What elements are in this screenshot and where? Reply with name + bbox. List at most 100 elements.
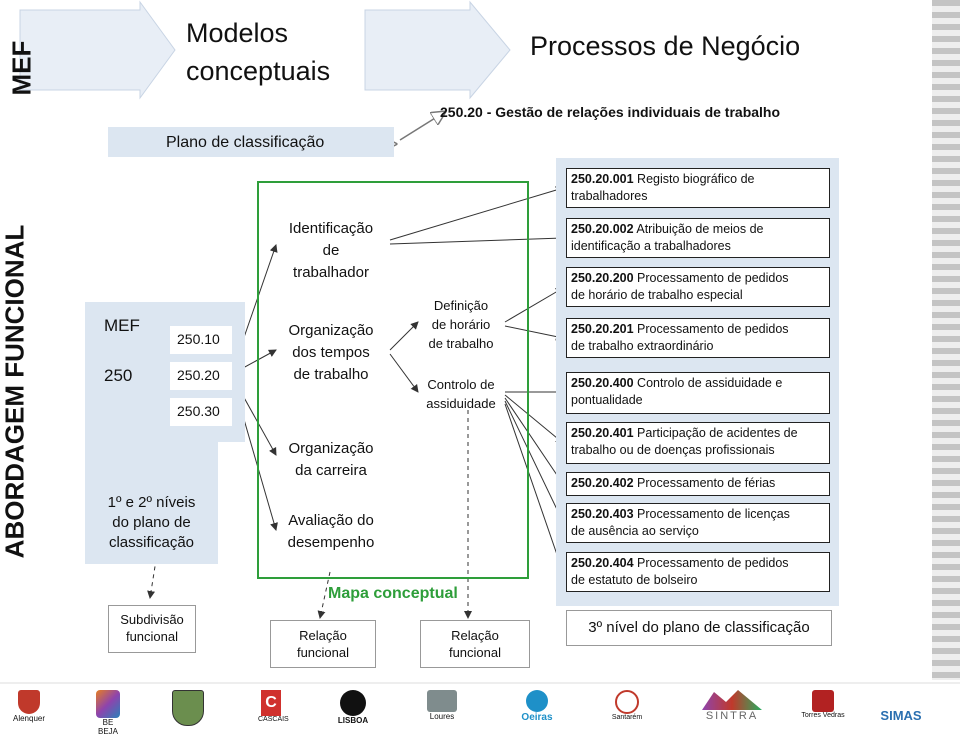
processos-subtitle: 250.20 - Gestão de relações individuais …: [440, 104, 781, 120]
process-text-2: trabalhadores: [571, 189, 648, 203]
modelos-title-2: conceptuais: [186, 56, 331, 86]
process-text: Processamento de pedidos: [637, 322, 789, 336]
concept-identificacao: Identificação de trabalhador: [270, 218, 392, 284]
subdivisao-line-2: funcional: [125, 629, 179, 644]
logo-beja-text: BE BEJA: [97, 718, 118, 736]
process-text-2: identificação a trabalhadores: [571, 239, 731, 253]
process-code: 250.20.401: [571, 426, 634, 440]
mapa-conceptual-label: Mapa conceptual: [328, 585, 458, 602]
process-code: 250.20.403: [571, 507, 634, 521]
concept-organizacao-carreira-line-1: Organização: [288, 440, 374, 457]
process-text-2: de horário de trabalho especial: [571, 288, 743, 302]
crest-icon: [18, 690, 40, 714]
process-text: Registo biográfico de: [637, 172, 755, 186]
santarem-mark-icon: [615, 690, 639, 714]
code-250: 250: [104, 366, 133, 385]
relacao-2-line-2: funcional: [448, 645, 502, 660]
processos-title: Processos de Negócio: [530, 31, 801, 61]
torres-vedras-mark-icon: [812, 690, 834, 712]
arrow-header-right: [364, 0, 511, 100]
process-text: Controlo de assiduidade e: [637, 376, 783, 390]
logo-cascais: C CASCAIS: [258, 690, 289, 732]
arrow-header-left: [19, 0, 176, 100]
concept-controlo-line-2: assiduidade: [426, 396, 496, 411]
concept-definicao-horario: Definição de horário de trabalho: [418, 296, 504, 353]
relacao-2-line-1: Relação: [451, 628, 499, 643]
cascais-mark-icon: C: [261, 690, 281, 716]
process-250-20-001: 250.20.001 Registo biográfico de trabalha…: [566, 168, 830, 208]
nivel-label: 3º nível do plano de classificação: [588, 619, 810, 636]
logo-alenquer-text: Alenquer: [12, 714, 46, 723]
mapa-border: [257, 181, 529, 579]
relacao-box-2: Relação funcional: [420, 620, 530, 668]
concept-identificacao-line-1: Identificação: [288, 220, 374, 237]
logo-lisboa: LISBOA: [336, 690, 370, 732]
logo-loures: Loures: [420, 690, 464, 732]
logo-lisboa-text: LISBOA: [337, 716, 369, 725]
logo-simas-text: SIMAS: [880, 708, 922, 723]
concept-organizacao-tempos-line-3: de trabalho: [293, 366, 369, 383]
oeiras-mark-icon: [526, 690, 548, 712]
logo-sintra: SINTRA: [700, 690, 764, 732]
logo-sintra-text: SINTRA: [705, 710, 759, 722]
lisboa-mark-icon: [340, 690, 366, 716]
relacao-box-1: Relação funcional: [270, 620, 376, 668]
concept-organizacao-tempos-line-1: Organização: [288, 322, 374, 339]
levels-label-2: do plano de: [112, 514, 191, 531]
process-text: Processamento de licenças: [637, 507, 790, 521]
process-code: 250.20.201: [571, 322, 634, 336]
process-text: Processamento de pedidos: [637, 556, 789, 570]
plano-label-box: [108, 127, 394, 157]
nivel-label-box: 3º nível do plano de classificação: [566, 610, 832, 646]
process-code: 250.20.404: [571, 556, 634, 570]
logo-oeiras-text: Oeiras: [521, 712, 553, 723]
concept-definicao-line-2: de horário: [431, 317, 491, 332]
subdivisao-line-1: Subdivisão: [120, 612, 184, 627]
concept-controlo-line-1: Controlo de: [427, 377, 495, 392]
code-box-2: [170, 362, 232, 390]
relacao-1-line-1: Relação: [299, 628, 347, 643]
concept-organizacao-carreira: Organização da carreira: [270, 438, 392, 482]
decorative-band: [932, 0, 960, 680]
logo-santarem: Santarém: [604, 690, 650, 732]
logo-beja: BE BEJA: [92, 690, 124, 736]
process-text-2: de trabalho extraordinário: [571, 339, 714, 353]
code-250-10: 250.10: [177, 331, 220, 347]
process-250-20-201: 250.20.201 Processamento de pedidos de tr…: [566, 318, 830, 358]
process-text: Participação de acidentes de: [637, 426, 798, 440]
concept-definicao-line-1: Definição: [433, 298, 489, 313]
process-text-2: trabalho ou de doenças profissionais: [571, 443, 775, 457]
code-box-3: [170, 398, 232, 426]
levels-label-3: classificação: [108, 534, 195, 551]
concept-avaliacao: Avaliação do desempenho: [270, 510, 392, 554]
concept-organizacao-tempos-line-2: dos tempos: [292, 344, 370, 361]
logo-oeiras: Oeiras: [520, 690, 554, 732]
levels-panel-bg: [85, 442, 218, 564]
sintra-mark-icon: [702, 690, 762, 710]
concept-controlo-assiduidade: Controlo de assiduidade: [418, 375, 504, 413]
code-box-1: [170, 326, 232, 354]
arrow-plano-up: [399, 115, 440, 141]
process-code: 250.20.200: [571, 271, 634, 285]
process-code: 250.20.400: [571, 376, 634, 390]
concept-identificacao-line-2: de: [322, 242, 340, 259]
code-250-20: 250.20: [177, 367, 220, 383]
logo-simas: SIMAS: [878, 690, 924, 732]
mef-vertical-title: MEF: [6, 40, 37, 96]
mef-label: MEF: [104, 316, 140, 335]
code-250-30: 250.30: [177, 403, 220, 419]
logo-crest: [170, 690, 206, 732]
relacao-1-line-2: funcional: [296, 645, 350, 660]
logo-torres-vedras-text: Torres Vedras: [801, 712, 845, 719]
logo-cascais-text: CASCAIS: [258, 716, 289, 723]
logo-loures-text: Loures: [429, 712, 455, 721]
logo-torres-vedras: Torres Vedras: [798, 690, 848, 732]
process-code: 250.20.402: [571, 476, 634, 490]
process-code: 250.20.001: [571, 172, 634, 186]
process-code: 250.20.002: [571, 222, 634, 236]
